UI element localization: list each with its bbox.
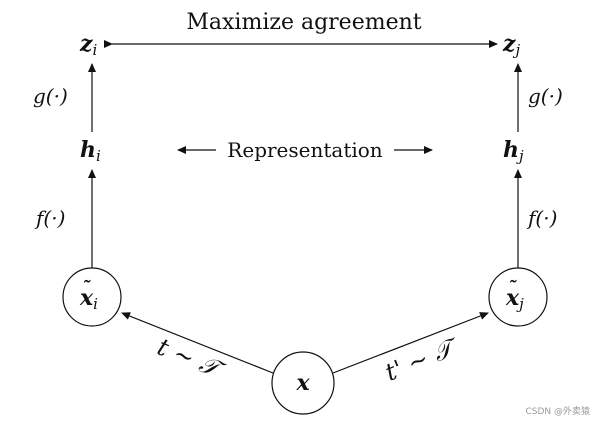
- x-tilde-j-circle: [488, 267, 548, 327]
- x-tilde-i-tilde: ˜: [82, 278, 92, 299]
- augment-right-arrow: [332, 312, 489, 374]
- g-left-label: g(·): [33, 84, 68, 108]
- augment-left-arrow: [121, 312, 274, 374]
- watermark: CSDN @外卖猿: [525, 407, 590, 417]
- g-right-label: g(·): [528, 84, 563, 108]
- x-tilde-j-node: xj: [505, 285, 524, 313]
- z-i-node: zi: [79, 31, 98, 59]
- maximize-agreement-label: Maximize agreement: [186, 10, 421, 35]
- transform-right-label: t' ∼ 𝒯: [381, 332, 463, 387]
- x-node: x: [295, 370, 310, 396]
- x-tilde-i-circle: [62, 267, 122, 327]
- x-circle: [271, 351, 335, 415]
- h-j-node: hj: [503, 137, 524, 165]
- z-j-node: zj: [502, 31, 521, 59]
- f-left-label: f(·): [34, 206, 65, 230]
- h-i-node: hi: [80, 137, 101, 165]
- x-tilde-j-tilde: ˜: [508, 278, 518, 299]
- representation-label: Representation: [227, 138, 383, 162]
- f-right-label: f(·): [526, 206, 557, 230]
- x-tilde-i-node: xi: [79, 285, 98, 313]
